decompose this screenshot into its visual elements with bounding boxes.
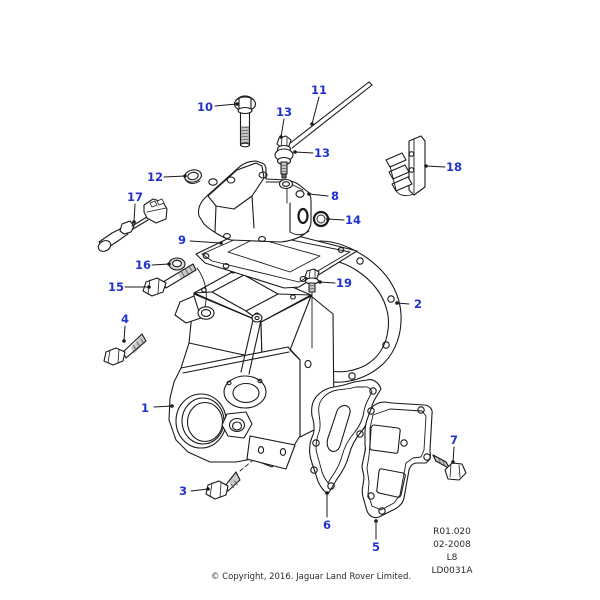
part-washer-16 — [169, 258, 185, 270]
part-bolt-4 — [104, 334, 146, 365]
part-clip-18 — [386, 136, 425, 196]
callout-7[interactable]: 7 — [450, 433, 458, 464]
part-oring-14 — [314, 212, 328, 226]
callout-15[interactable]: 15 — [108, 280, 151, 294]
svg-text:10: 10 — [197, 100, 213, 114]
callout-13[interactable]: 13 — [276, 105, 292, 139]
svg-text:13: 13 — [276, 105, 292, 119]
part-tube-11 — [289, 82, 372, 148]
svg-text:17: 17 — [127, 190, 143, 204]
callout-4[interactable]: 4 — [121, 312, 129, 343]
ref-line-3: L8 — [446, 553, 458, 563]
part-cap-12 — [183, 168, 202, 183]
part-sensor-17 — [96, 199, 167, 253]
callout-1[interactable]: 1 — [141, 401, 174, 415]
part-housing-1 — [169, 266, 334, 469]
svg-text:16: 16 — [135, 258, 151, 272]
svg-text:1: 1 — [141, 401, 149, 415]
svg-text:14: 14 — [345, 213, 361, 227]
svg-text:18: 18 — [446, 160, 462, 174]
part-gasket-5 — [362, 402, 432, 518]
callout-9[interactable]: 9 — [178, 233, 223, 247]
svg-text:11: 11 — [311, 83, 327, 97]
svg-text:15: 15 — [108, 280, 124, 294]
callout-6[interactable]: 6 — [323, 491, 331, 532]
callout-5[interactable]: 5 — [372, 519, 380, 554]
part-cover-8 — [198, 161, 311, 242]
part-bolt-7 — [433, 455, 466, 480]
svg-text:12: 12 — [147, 170, 163, 184]
callout-3[interactable]: 3 — [179, 484, 210, 498]
callout-19[interactable]: 19 — [318, 276, 352, 290]
ref-line-2: 02-2008 — [433, 540, 471, 550]
svg-text:6: 6 — [323, 518, 331, 532]
svg-text:19: 19 — [336, 276, 352, 290]
copyright-text: © Copyright, 2016. Jaguar Land Rover Lim… — [210, 572, 412, 582]
callout-8[interactable]: 8 — [307, 189, 339, 203]
part-fitting-13 — [275, 136, 293, 179]
callout-18[interactable]: 18 — [424, 160, 462, 174]
callout-12[interactable]: 12 — [147, 170, 187, 184]
svg-text:4: 4 — [121, 312, 129, 326]
ref-line-4: LD0031A — [431, 566, 473, 576]
svg-text:13: 13 — [314, 146, 330, 160]
callout-11[interactable]: 11 — [310, 83, 327, 126]
svg-text:5: 5 — [372, 540, 380, 554]
callout-16[interactable]: 16 — [135, 258, 171, 272]
callout-13[interactable]: 13 — [293, 146, 330, 160]
callout-14[interactable]: 14 — [326, 213, 361, 227]
svg-text:2: 2 — [414, 297, 422, 311]
callout-2[interactable]: 2 — [395, 297, 422, 311]
part-bolt-3 — [206, 472, 240, 499]
svg-text:8: 8 — [331, 189, 339, 203]
callout-17[interactable]: 17 — [127, 190, 143, 224]
svg-text:9: 9 — [178, 233, 186, 247]
callout-10[interactable]: 10 — [197, 100, 239, 114]
part-bolt-19 — [305, 269, 319, 348]
svg-text:3: 3 — [179, 484, 187, 498]
svg-text:7: 7 — [450, 433, 458, 447]
reference-block: R01.020 02-2008 L8 LD0031A — [392, 526, 512, 578]
ref-line-1: R01.020 — [433, 527, 471, 537]
